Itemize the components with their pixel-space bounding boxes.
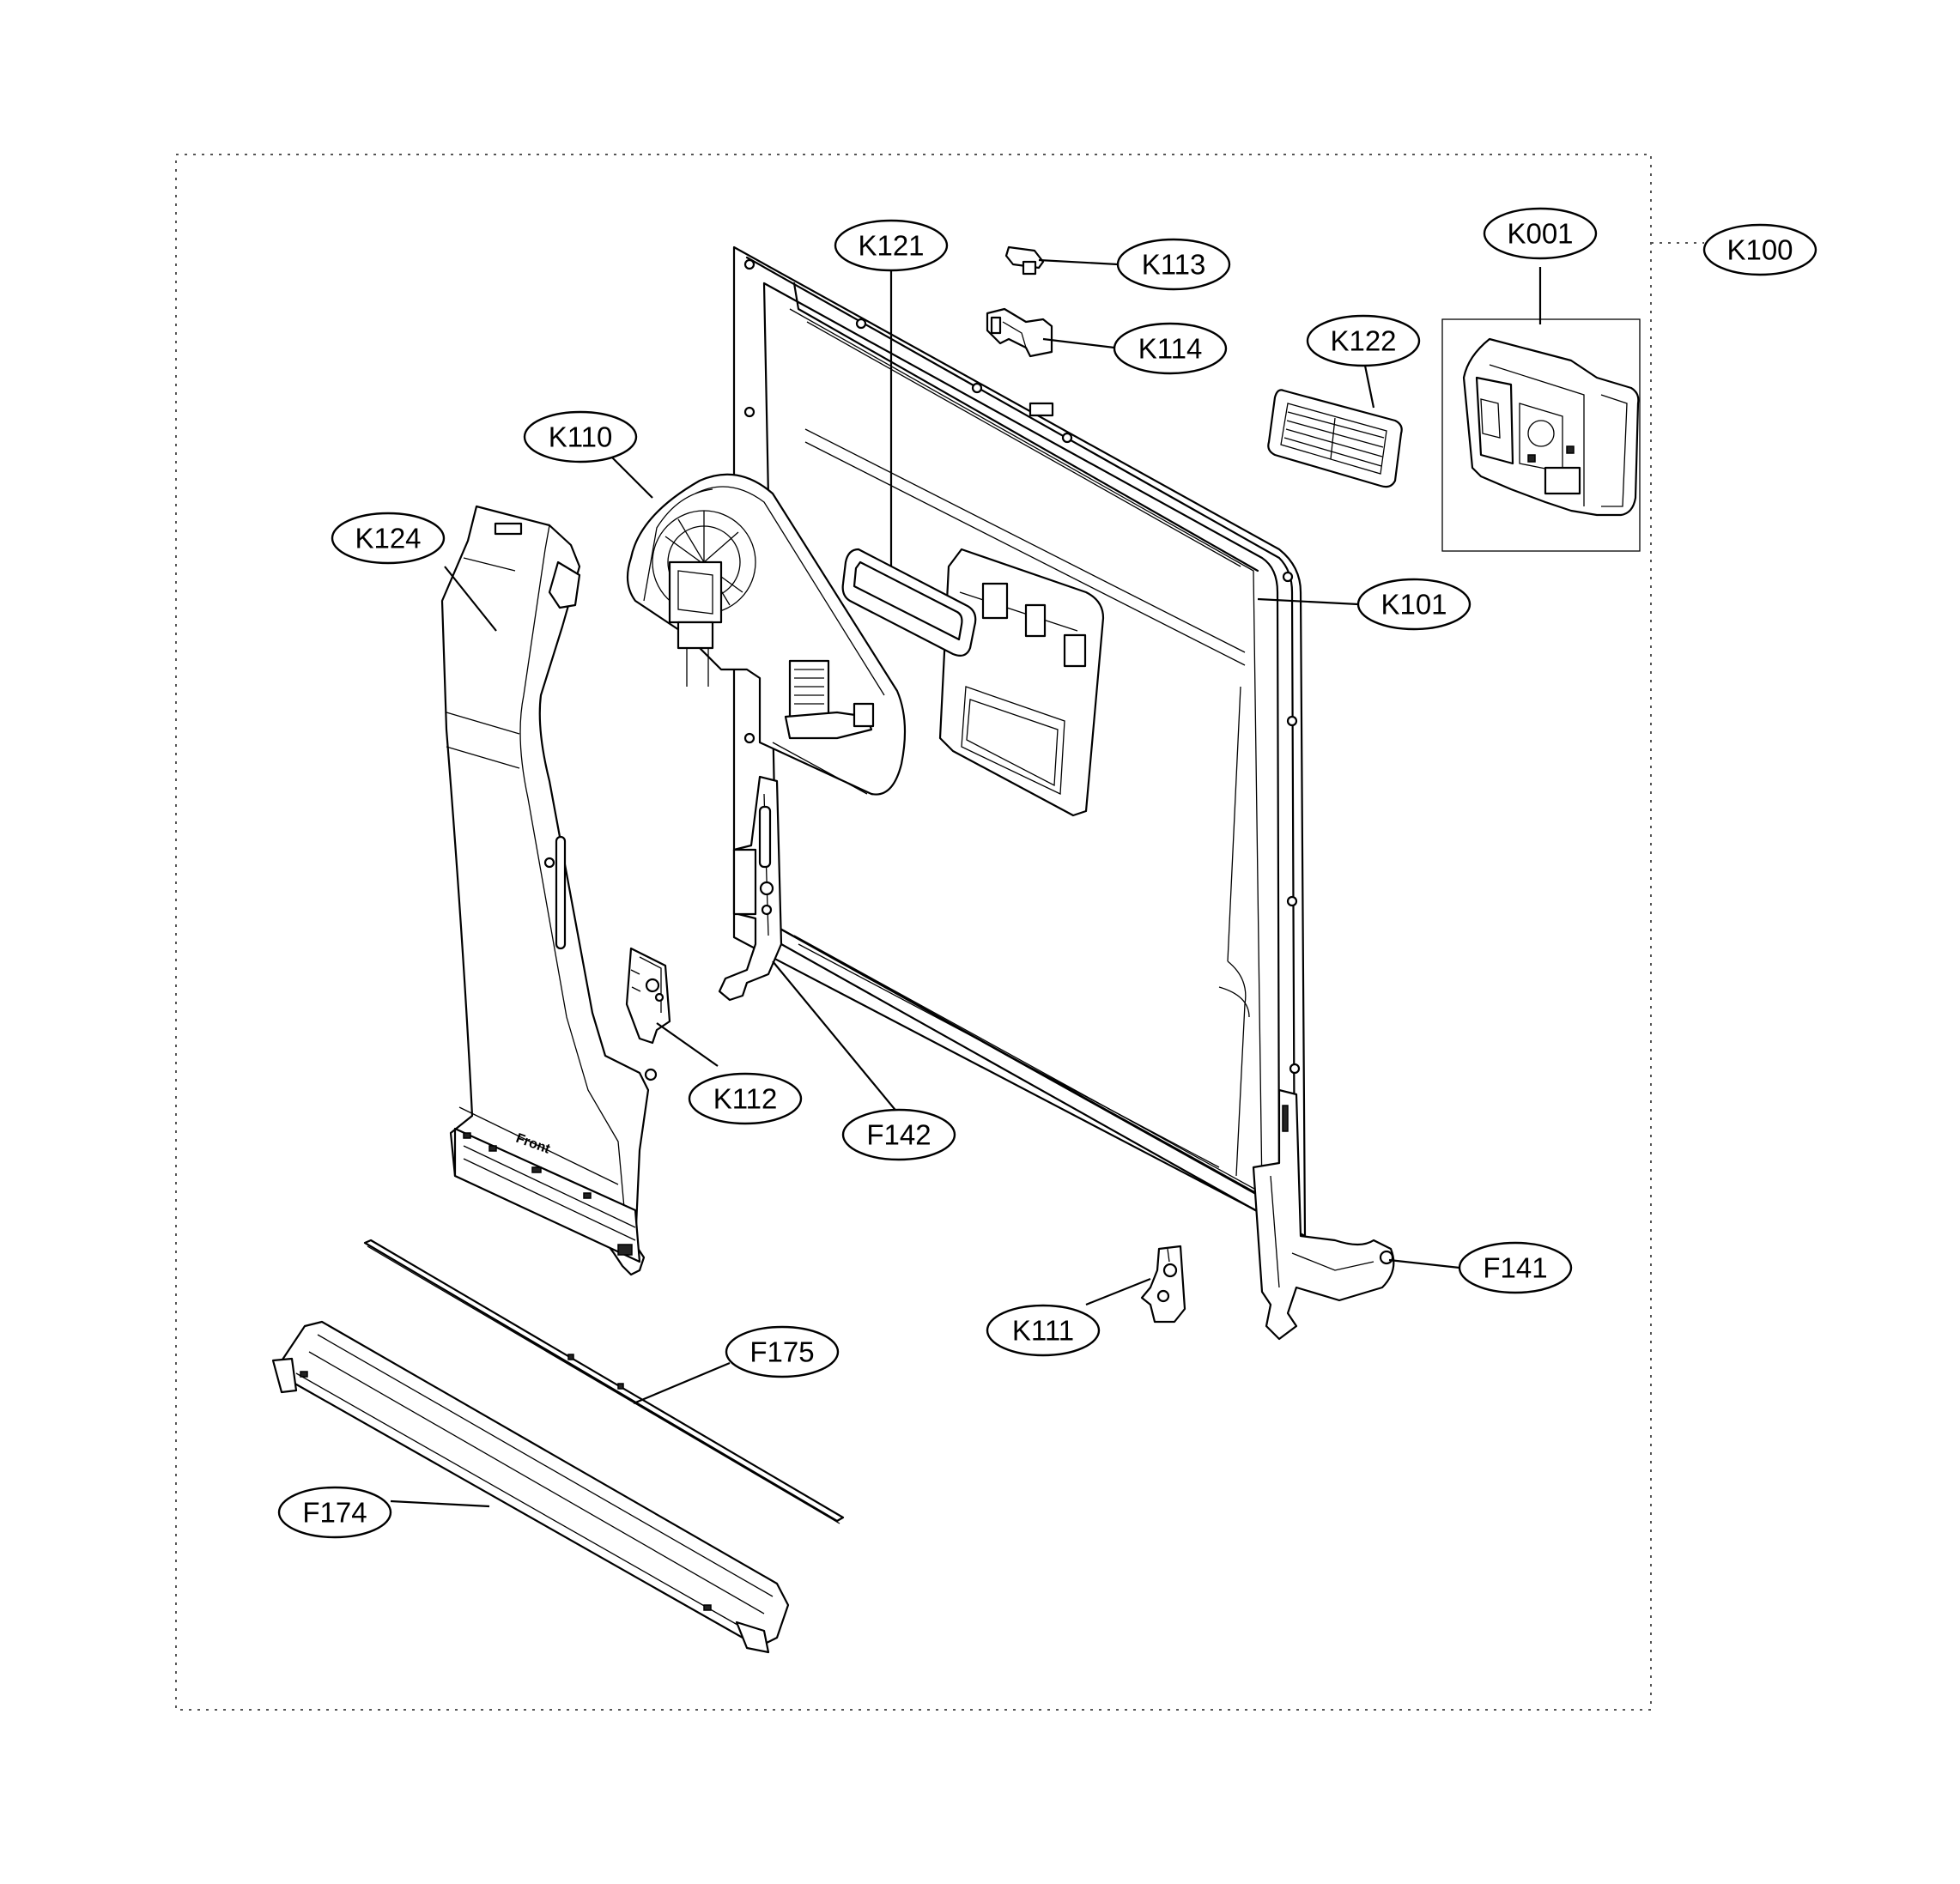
callout-k113: K113 xyxy=(1116,238,1231,291)
svg-text:K111: K111 xyxy=(1012,1315,1074,1347)
svg-text:K110: K110 xyxy=(549,421,613,453)
svg-text:K112: K112 xyxy=(713,1083,778,1115)
door-seal-rod-f175 xyxy=(363,1239,845,1524)
callout-k121: K121 xyxy=(834,219,949,272)
callout-f142: F142 xyxy=(841,1108,956,1161)
clip-k113 xyxy=(1004,245,1045,276)
svg-text:K114: K114 xyxy=(1138,333,1203,365)
inner-door-panel-k101 xyxy=(732,245,1307,1238)
svg-text:F141: F141 xyxy=(1483,1252,1547,1284)
svg-text:K113: K113 xyxy=(1142,249,1206,281)
gasket-k121 xyxy=(841,548,977,657)
callout-k124: K124 xyxy=(331,512,446,565)
callout-k100: K100 xyxy=(1702,223,1817,276)
fan-housing-k110 xyxy=(626,473,907,796)
side-duct-k124: Front xyxy=(440,505,658,1276)
callout-k101: K101 xyxy=(1356,578,1472,631)
svg-text:K121: K121 xyxy=(858,230,924,262)
latch-k114 xyxy=(986,307,1053,358)
callout-k110: K110 xyxy=(523,410,638,463)
callout-f174: F174 xyxy=(277,1486,392,1539)
bracket-k111 xyxy=(1140,1245,1186,1324)
callout-k111: K111 xyxy=(986,1304,1101,1357)
left-hinge-f142 xyxy=(718,775,783,1002)
callout-k114: K114 xyxy=(1113,322,1228,375)
callout-k122: K122 xyxy=(1306,314,1421,367)
bottom-trim-f174 xyxy=(271,1320,790,1654)
svg-text:F142: F142 xyxy=(866,1119,931,1151)
svg-text:K101: K101 xyxy=(1380,589,1447,621)
callout-k112: K112 xyxy=(688,1072,803,1125)
vent-grille-k122 xyxy=(1267,389,1403,488)
svg-text:F175: F175 xyxy=(749,1336,814,1368)
callout-f141: F141 xyxy=(1458,1241,1573,1294)
callout-k001: K001 xyxy=(1483,207,1598,260)
callout-f175: F175 xyxy=(725,1325,840,1378)
bracket-k112 xyxy=(625,947,671,1045)
svg-text:K100: K100 xyxy=(1726,234,1793,266)
svg-text:K124: K124 xyxy=(355,523,421,554)
control-module-k001 xyxy=(1441,318,1641,552)
svg-text:F174: F174 xyxy=(302,1497,367,1529)
svg-text:K001: K001 xyxy=(1507,218,1573,250)
svg-text:K122: K122 xyxy=(1330,325,1396,357)
leader-lines xyxy=(390,258,1542,1508)
